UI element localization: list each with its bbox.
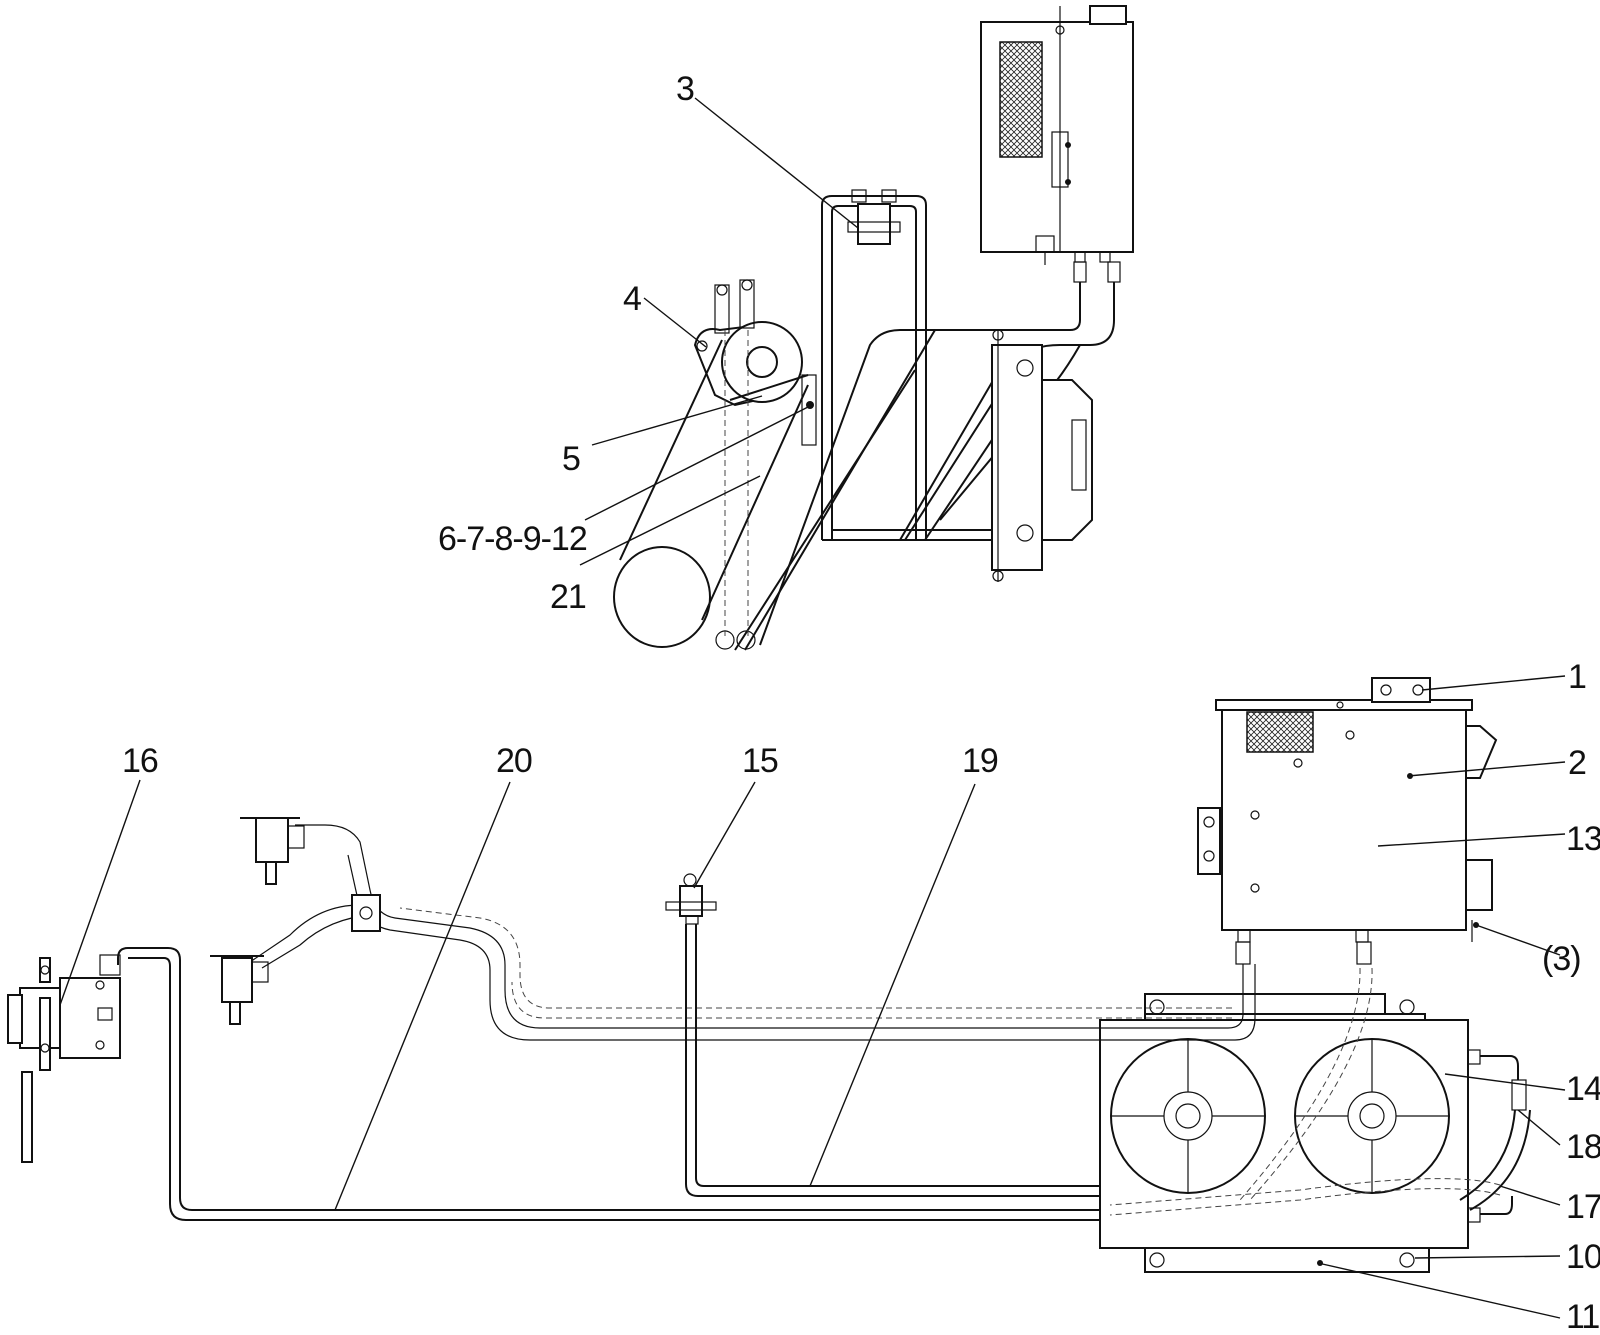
label-2: 2 [1568, 744, 1586, 782]
evaporator-box-lower [1197, 677, 1498, 965]
compressor-lower [7, 947, 1100, 1221]
label-15: 15 [742, 742, 778, 780]
label-1: 1 [1568, 658, 1586, 696]
upper-assembly [613, 5, 1134, 651]
compressor-upper [693, 279, 817, 446]
label-18: 18 [1566, 1128, 1600, 1166]
label-14: 14 [1566, 1070, 1600, 1108]
label-16: 16 [122, 742, 158, 780]
label-19: 19 [962, 742, 998, 780]
label-13: 13 [1566, 820, 1600, 858]
belt-and-pulley-upper [613, 330, 809, 648]
label-21: 21 [550, 578, 586, 616]
leader-lines [59, 97, 1566, 1319]
label-3-ref: (3) [1542, 940, 1581, 978]
part-labels: 3 4 5 6-7-8-9-12 21 1 2 13 (3) 16 20 15 … [122, 70, 1600, 1335]
drier-upper [847, 189, 901, 245]
label-5: 5 [562, 440, 580, 478]
label-10: 10 [1566, 1238, 1600, 1276]
condenser-plate-upper [991, 329, 1093, 582]
label-6-7-8-9-12: 6-7-8-9-12 [438, 520, 587, 558]
lower-assembly [7, 677, 1531, 1273]
label-11: 11 [1566, 1298, 1599, 1335]
label-3: 3 [676, 70, 694, 108]
label-4: 4 [623, 280, 641, 318]
drier-lower [665, 873, 1100, 1197]
evaporator-box-upper [980, 5, 1134, 283]
condenser-lower [1099, 967, 1531, 1273]
label-20: 20 [496, 742, 532, 780]
hose-assembly [210, 817, 1256, 1041]
label-17: 17 [1566, 1188, 1600, 1226]
